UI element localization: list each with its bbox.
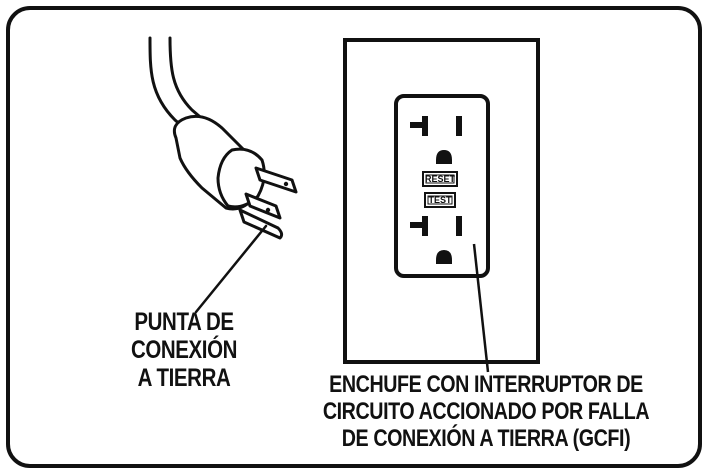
ground-prong-label-line: CONEXIÓN — [130, 336, 238, 364]
test-button-label: TEST — [428, 195, 452, 205]
gfci-outlet-label-line: CIRCUITO ACCIONADO POR FALLA — [322, 397, 650, 425]
ground-prong-label-line: A TIERRA — [137, 364, 231, 392]
ground-prong — [238, 208, 284, 240]
plug-illustration — [148, 36, 298, 314]
lower-outlet — [410, 216, 462, 264]
power-cord-edge — [168, 36, 208, 124]
gfci-outlet-label: ENCHUFE CON INTERRUPTOR DE CIRCUITO ACCI… — [306, 371, 667, 453]
plug-face — [216, 147, 266, 209]
power-cord — [148, 36, 192, 135]
gfci-pointer-line — [472, 243, 490, 373]
reset-button[interactable]: RESET — [422, 171, 458, 187]
gfci-outlet-label-line: DE CONEXIÓN A TIERRA (GCFI) — [341, 424, 631, 452]
test-button[interactable]: TEST — [424, 192, 456, 208]
ground-prong-label: PUNTA DE CONEXIÓN A TIERRA — [102, 308, 266, 392]
upper-outlet — [410, 116, 462, 164]
ground-prong-label-line: PUNTA DE — [134, 308, 234, 336]
reset-button-label: RESET — [425, 174, 456, 184]
ground-pointer-line — [194, 224, 268, 314]
plug-blade-bottom — [244, 192, 282, 220]
gfci-outlet-label-line: ENCHUFE CON INTERRUPTOR DE — [329, 371, 643, 398]
